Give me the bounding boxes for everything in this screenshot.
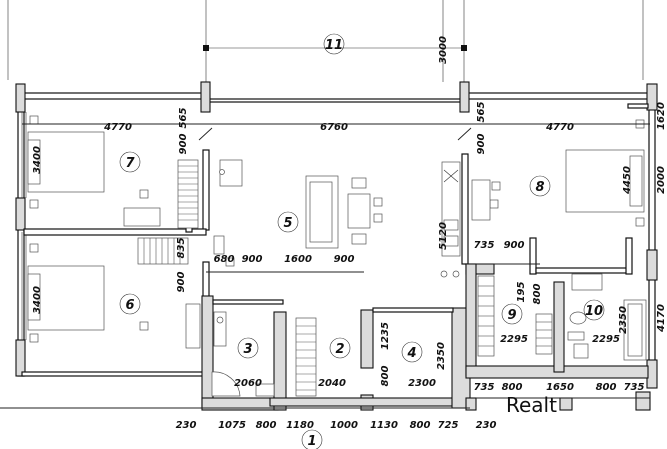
dim-bottom-1000: 1000: [330, 420, 358, 431]
room-number-5: 5: [283, 216, 292, 231]
dim-2295-left: 2295: [500, 334, 528, 345]
interior-walls: [23, 103, 651, 411]
dim-v-5120: 5120: [438, 222, 449, 250]
dim-bottom-800-b: 800: [410, 420, 431, 431]
dim-top-center: 6760: [320, 122, 348, 133]
dim-bottom-1130: 1130: [370, 420, 398, 431]
terrace-area: [7, 0, 644, 82]
dim-735: 735: [474, 240, 495, 251]
dim-2295-right: 2295: [592, 334, 620, 345]
dim-top-left: 4770: [103, 122, 132, 133]
dim-v-565-left: 565: [178, 108, 189, 129]
furniture: [27, 115, 647, 397]
dim-v-900-left: 900: [178, 134, 189, 155]
dim-2040: 2040: [318, 378, 346, 389]
dim-v-565-right: 565: [476, 102, 487, 123]
room-number-3: 3: [243, 342, 252, 357]
dim-bottom-230-left: 230: [176, 420, 197, 431]
room-number-10: 10: [585, 304, 603, 319]
dim-bottom-230-right: 230: [476, 420, 497, 431]
dim-1600: 1600: [284, 254, 312, 265]
dim-v-4450: 4450: [622, 166, 633, 195]
dim-bottom-725: 725: [438, 420, 459, 431]
dim-top-right: 4770: [545, 122, 574, 133]
room-number-6: 6: [125, 298, 134, 313]
dim-br-735-right: 735: [624, 382, 645, 393]
dim-br-800-left: 800: [502, 382, 523, 393]
dim-v-1235: 1235: [380, 322, 391, 350]
dim-2300: 2300: [408, 378, 436, 389]
room-number-4: 4: [406, 346, 416, 361]
room-number-7: 7: [125, 156, 135, 171]
room-number-9: 9: [507, 308, 516, 323]
dim-680: 680: [214, 254, 235, 265]
dim-bottom-800-a: 800: [256, 420, 277, 431]
dim-v-800-right: 800: [532, 284, 543, 305]
dim-v-900-right: 900: [476, 134, 487, 155]
dim-edge-2000: 2000: [656, 166, 667, 194]
dim-v-3400-bottom: 3400: [32, 286, 43, 314]
dim-edge-4170: 4170: [656, 304, 667, 333]
room-number-1: 1: [307, 434, 316, 449]
dim-edge-1620: 1620: [656, 102, 667, 130]
watermark: Realt: [506, 393, 557, 417]
dim-bottom-1180: 1180: [286, 420, 314, 431]
room-number-11: 11: [325, 38, 343, 53]
dim-v-900-mid: 900: [176, 272, 187, 293]
dim-v-800-center: 800: [380, 366, 391, 387]
dim-v-2350-right: 2350: [618, 306, 629, 334]
dim-br-1650: 1650: [546, 382, 574, 393]
room-number-2: 2: [335, 342, 344, 357]
dim-br-735-left: 735: [474, 382, 495, 393]
room-number-8: 8: [535, 180, 544, 195]
staircases: [137, 159, 553, 397]
dim-br-800-right: 800: [596, 382, 617, 393]
dim-2060: 2060: [234, 378, 262, 389]
dim-900-b: 900: [334, 254, 355, 265]
dimension-lines: [0, 123, 650, 409]
dimension-texts: 4770 6760 4770 565 900 3000 565 900 3400…: [32, 36, 667, 431]
dim-v-195: 195: [516, 282, 527, 303]
dim-v-3000: 3000: [438, 36, 449, 64]
dim-900-a: 900: [242, 254, 263, 265]
dim-v-835: 835: [176, 238, 187, 259]
dim-v-3400-top: 3400: [32, 146, 43, 174]
dim-bottom-1075: 1075: [218, 420, 246, 431]
dim-v-2350-left: 2350: [436, 342, 447, 370]
room-labels: 11 7 8 5 6 3 2 4 9 10 1: [119, 33, 605, 449]
dim-900-c: 900: [504, 240, 525, 251]
